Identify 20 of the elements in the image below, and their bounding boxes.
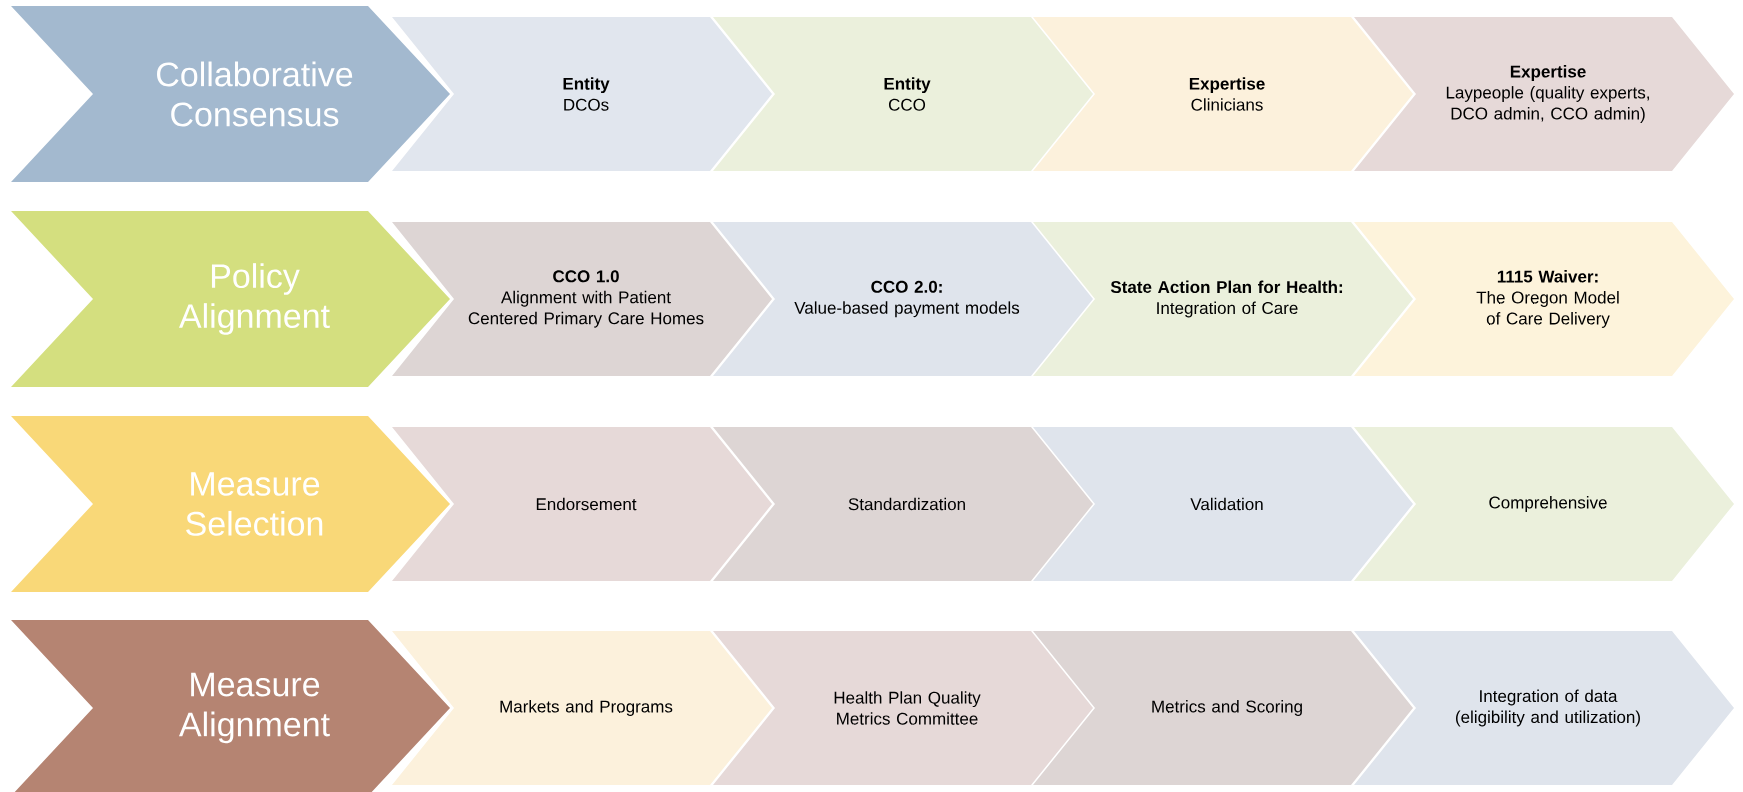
process-step: Collaborative Consensus xyxy=(11,6,450,182)
process-step: State Action Plan for Health: Integration of Care xyxy=(1033,222,1413,376)
process-step: Entity DCOs xyxy=(392,17,772,171)
process-step: Policy Alignment xyxy=(11,211,450,387)
process-step: Endorsement xyxy=(392,427,772,581)
process-step: CCO 2.0: Value-based payment models xyxy=(713,222,1093,376)
process-step: Markets and Programs xyxy=(392,631,772,785)
process-step: Metrics and Scoring xyxy=(1033,631,1413,785)
process-step: Standardization xyxy=(713,427,1093,581)
process-step: CCO 1.0 Alignment with Patient Centered Primary Care Homes xyxy=(392,222,772,376)
process-step: Expertise Clinicians xyxy=(1033,17,1413,171)
process-step: Comprehensive xyxy=(1354,427,1734,581)
process-step: Validation xyxy=(1033,427,1413,581)
process-step: Integration of data (eligibility and utilization) xyxy=(1354,631,1734,785)
process-step: Entity CCO xyxy=(713,17,1093,171)
process-step: Measure Selection xyxy=(11,416,450,592)
process-step: Expertise Laypeople (quality experts, DCO admin, CCO admin) xyxy=(1354,17,1734,171)
process-step: Health Plan Quality Metrics Committee xyxy=(713,631,1093,785)
process-step: Measure Alignment xyxy=(11,620,450,792)
process-step: 1115 Waiver: The Oregon Model of Care Delivery xyxy=(1354,222,1734,376)
